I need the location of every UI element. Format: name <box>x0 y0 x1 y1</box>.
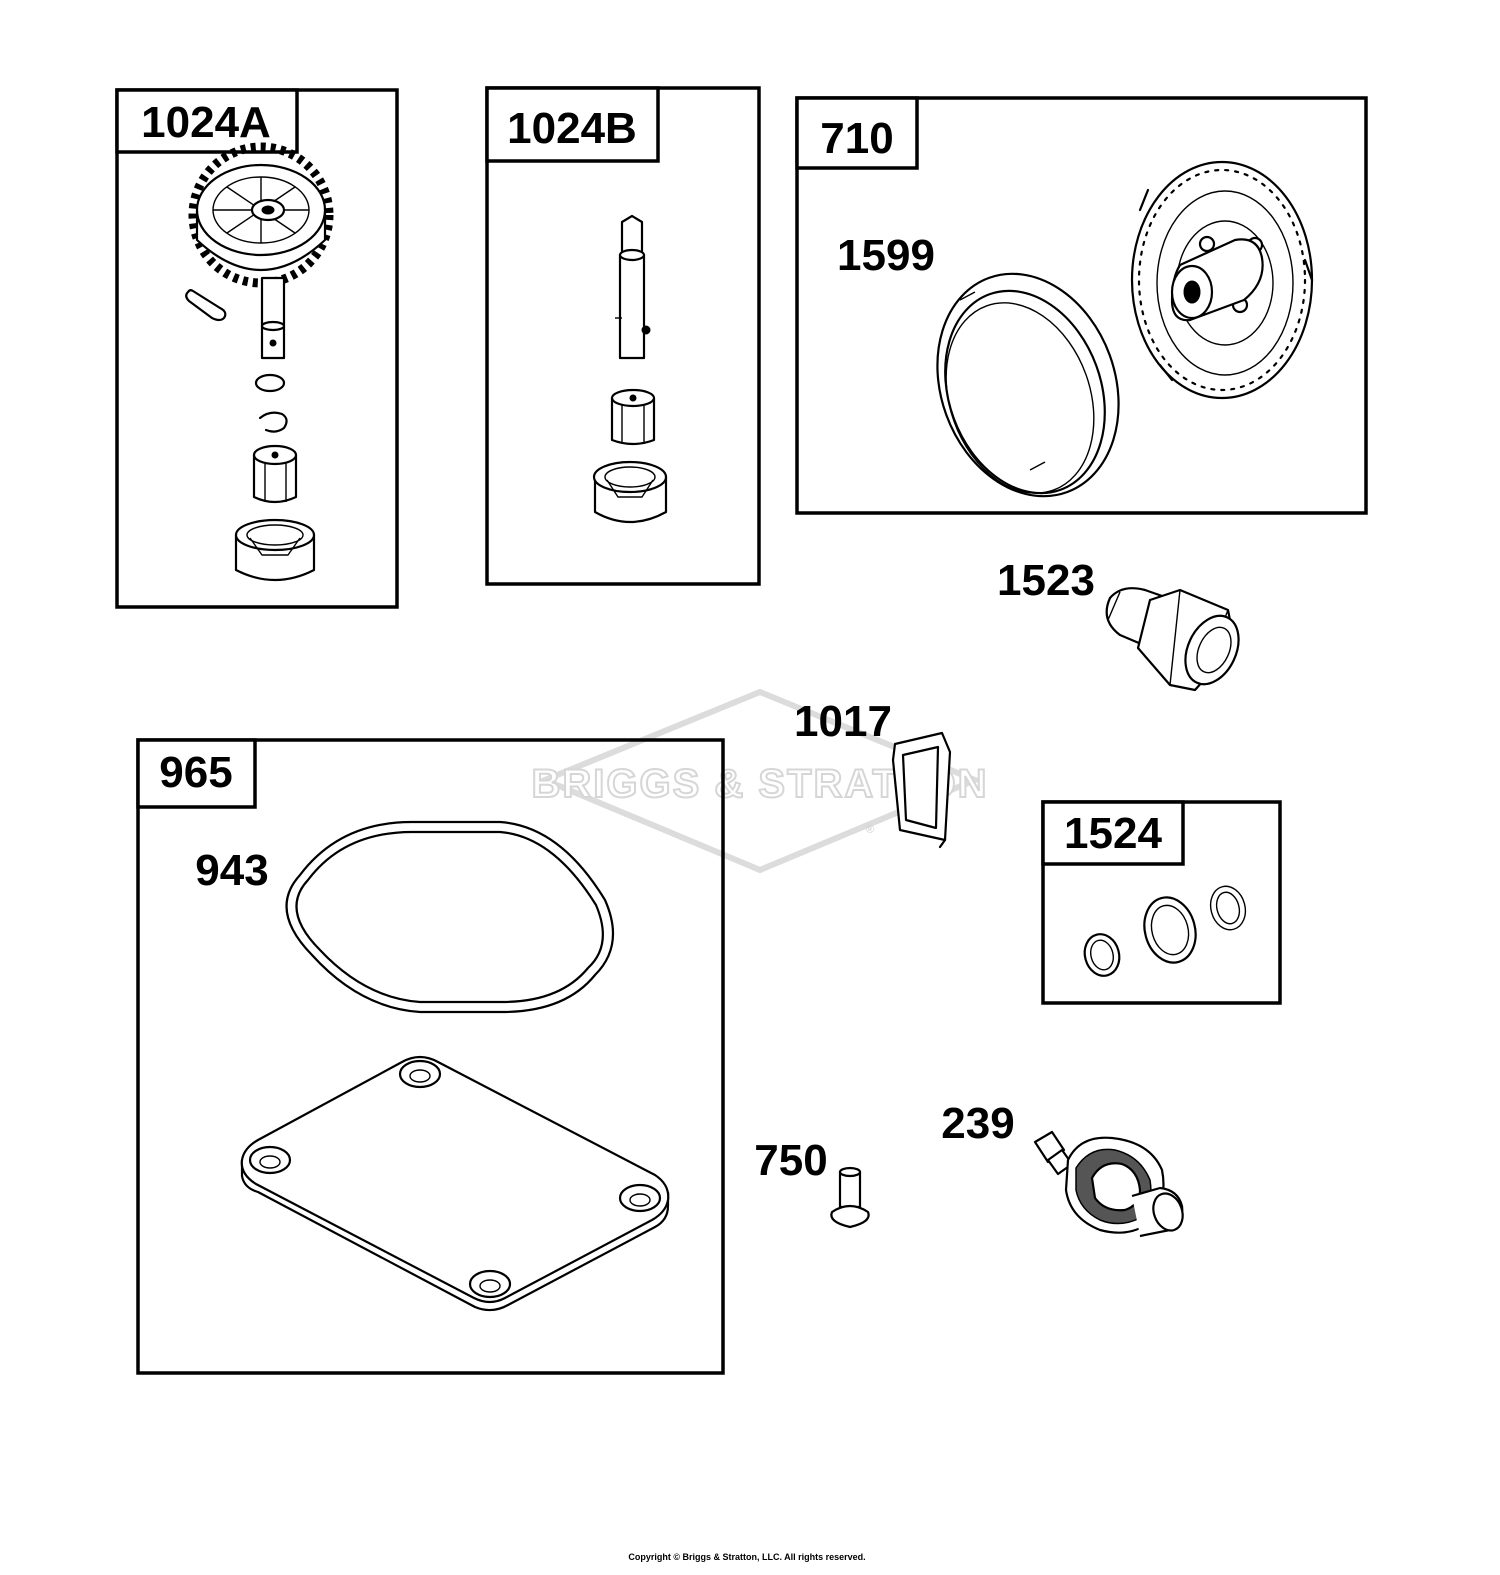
gasket-icon <box>891 731 952 849</box>
o-ring-small-icon <box>1083 933 1121 977</box>
oil-seal-ring-icon <box>936 272 1120 498</box>
callout-1017: 1017 <box>794 697 892 746</box>
cover-gasket-icon <box>285 820 615 1014</box>
gear-shaft-icon <box>260 276 286 360</box>
pump-shaft-icon <box>615 214 651 360</box>
snap-ring-icon <box>1209 885 1247 931</box>
kit-1024A[interactable]: 1024A <box>115 88 399 609</box>
part-1523[interactable]: 1523 <box>997 556 1249 693</box>
kit-710-tab <box>795 96 919 170</box>
kit-1024B-label: 1024B <box>507 104 637 153</box>
oil-pump-gear-icon <box>188 142 334 288</box>
oil-pump-cover-icon <box>1130 160 1314 400</box>
kit-1024A-label: 1024A <box>141 98 271 147</box>
oil-pressure-switch-icon <box>1033 1130 1184 1238</box>
kit-1024B[interactable]: 1024B <box>485 86 761 586</box>
callout-943: 943 <box>195 846 268 895</box>
callout-239: 239 <box>941 1099 1014 1148</box>
kit-965-label: 965 <box>159 748 232 797</box>
pump-cover-plate-icon <box>240 1055 670 1312</box>
kit-1024B-tab <box>485 86 660 163</box>
kit-710-label: 710 <box>820 114 893 163</box>
inner-rotor-icon <box>610 388 656 446</box>
inner-rotor-icon <box>252 444 298 504</box>
o-ring-large-icon <box>1143 896 1197 964</box>
callout-1523: 1523 <box>997 556 1095 605</box>
callout-1599: 1599 <box>837 231 935 280</box>
part-239[interactable]: 239 <box>941 1099 1187 1238</box>
roll-pin-icon <box>185 289 227 322</box>
kit-1024A-tab <box>115 88 299 154</box>
part-750[interactable]: 750 <box>754 1136 870 1229</box>
outer-rotor-icon <box>592 460 668 523</box>
kit-710-frame <box>795 96 1368 515</box>
kit-965-frame <box>136 738 725 1375</box>
kit-965-tab <box>136 738 257 809</box>
kit-965[interactable]: 965 943 <box>136 738 725 1375</box>
retaining-ring-icon <box>258 411 288 433</box>
screw-icon <box>830 1166 870 1229</box>
copyright-notice: Copyright © Briggs & Stratton, LLC. All … <box>628 1552 865 1562</box>
watermark-registered-mark: ® <box>866 824 874 836</box>
callout-750: 750 <box>754 1136 827 1185</box>
kit-710[interactable]: 710 1599 <box>795 96 1368 522</box>
kit-1524-label: 1524 <box>1064 809 1162 858</box>
part-1017[interactable]: 1017 <box>794 697 952 849</box>
outer-rotor-icon <box>234 518 316 582</box>
o-ring-icon <box>254 373 286 393</box>
pipe-fitting-icon <box>1105 587 1240 692</box>
kit-1524-tab <box>1041 800 1185 866</box>
kit-1524[interactable]: 1524 <box>1041 800 1282 1005</box>
